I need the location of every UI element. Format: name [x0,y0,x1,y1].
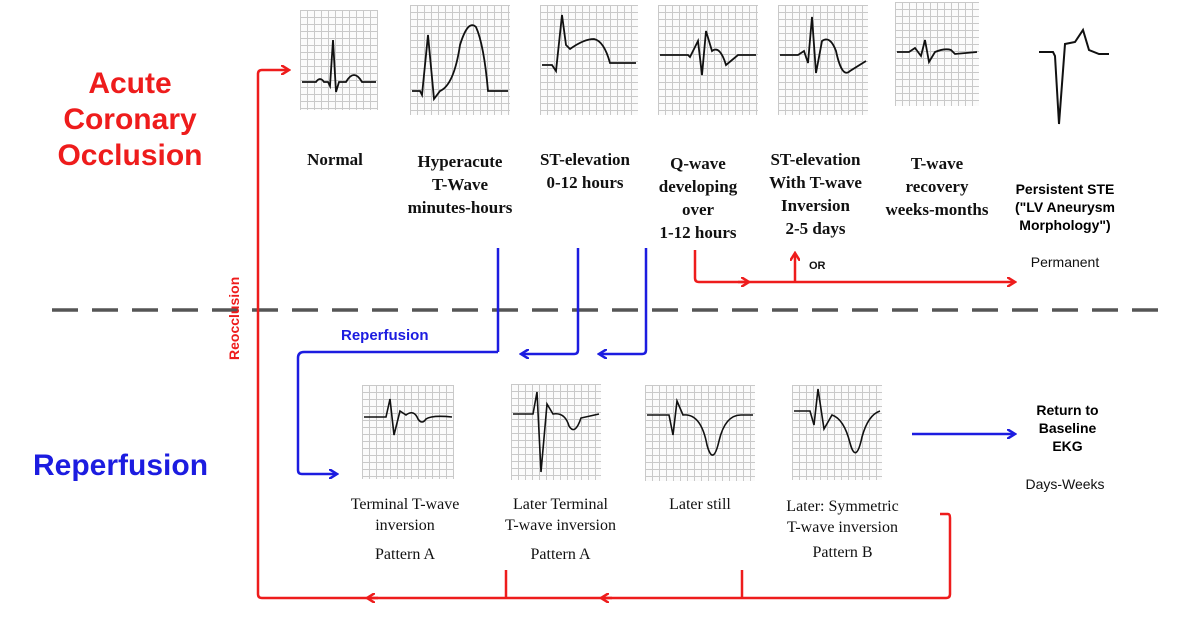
bottom-later-terminal-line2: T-wave inversion [505,517,616,534]
acute-title-line2: Coronary [63,103,197,136]
stage-stt-line3: Inversion [781,196,850,215]
reperfusion-drop-2 [522,248,580,354]
ekg-terminal-t-inversion [362,385,454,479]
bottom-label-later-still: Later still [640,494,760,515]
stage-label-persistent-ste: Persistent STE ("LV Aneurysm Morphology"… [995,180,1135,234]
ekg-t-recovery [895,2,979,106]
days-weeks-label: Days-Weeks [1025,476,1105,492]
ekg-st-elevation [540,5,638,115]
bottom-terminal-pattern: Pattern A [375,546,435,563]
stage-label-st-t-inversion: ST-elevation With T-wave Inversion 2-5 d… [753,148,878,240]
return-baseline-label: Return to Baseline EKG [1010,401,1125,455]
stage-label-st-elevation: ST-elevation 0-12 hours [525,148,645,194]
stage-label-hyperacute: Hyperacute T-Wave minutes-hours [395,150,525,219]
ekg-q-wave [658,5,758,115]
stage-pste-line3: Morphology") [1019,217,1111,233]
stage-stt-line1: ST-elevation [770,150,861,169]
stage-st-line2: 0-12 hours [546,173,624,192]
acute-title-line1: Acute [88,67,172,100]
bottom-later-terminal-pattern: Pattern A [530,546,591,563]
acute-title-line3: Occlusion [57,139,203,172]
stage-pste-line1: Persistent STE [1015,181,1115,197]
bottom-label-symmetric: Later: Symmetric T-wave inversion Patter… [770,496,915,563]
stage-stt-line2: With T-wave [769,173,862,192]
reperfusion-main-arrow [296,350,498,474]
bottom-symmetric-pattern: Pattern B [812,544,873,561]
ekg-symmetric-t-inversion [792,385,882,480]
return-line2: Baseline [1038,420,1097,436]
bottom-terminal-line1: Terminal T-wave [350,496,460,513]
reperfusion-title: Reperfusion [33,449,209,482]
bottom-label-terminal: Terminal T-wave inversion Pattern A [330,494,480,565]
stage-normal-line: Normal [307,150,363,169]
stage-q-line3: over [681,200,715,219]
return-line1: Return to [1036,402,1099,418]
ekg-persistent-ste [1035,20,1115,130]
bottom-later-still-line1: Later still [669,496,731,513]
permanent-label: Permanent [1030,254,1100,270]
return-line3: EKG [1052,438,1083,454]
stage-hyperacute-line1: Hyperacute [417,152,503,171]
stage-hyperacute-line3: minutes-hours [407,198,513,217]
stage-q-line2: developing [658,177,738,196]
bottom-label-later-terminal: Later Terminal T-wave inversion Pattern … [488,494,633,565]
stage-trec-line1: T-wave [910,154,964,173]
ekg-hyperacute [410,5,510,115]
reperfusion-arrow-label: Reperfusion [341,327,429,344]
stage-pste-line2: ("LV Aneurysm [1015,199,1115,215]
acute-occlusion-title: Acute Coronary Occlusion [40,66,220,174]
stage-stt-line4: 2-5 days [785,219,846,238]
stage-st-line1: ST-elevation [539,150,631,169]
reperfusion-drop-3 [600,248,648,354]
stage-trec-line3: weeks-months [885,200,989,219]
stage-label-q-wave: Q-wave developing over 1-12 hours [638,152,758,244]
stage-label-normal: Normal [290,148,380,171]
reocclusion-label: Reocclusion [226,276,242,360]
stage-hyperacute-line2: T-Wave [431,175,489,194]
bottom-symmetric-line2: T-wave inversion [787,519,898,536]
bottom-terminal-line2: inversion [375,517,435,534]
bottom-symmetric-line1: Later: Symmetric [786,498,899,515]
ekg-st-t-inversion [778,5,868,115]
stage-q-line1: Q-wave [670,154,726,173]
stage-trec-line2: recovery [905,177,969,196]
stage-q-line4: 1-12 hours [659,223,737,242]
q-wave-to-permanent-arrow [693,250,1014,282]
stage-label-t-recovery: T-wave recovery weeks-months [872,152,1002,221]
ekg-normal [300,10,378,110]
or-label: OR [809,260,826,272]
ekg-later-terminal [511,384,601,480]
bottom-later-terminal-line1: Later Terminal [513,496,608,513]
ekg-later-still [645,385,755,481]
